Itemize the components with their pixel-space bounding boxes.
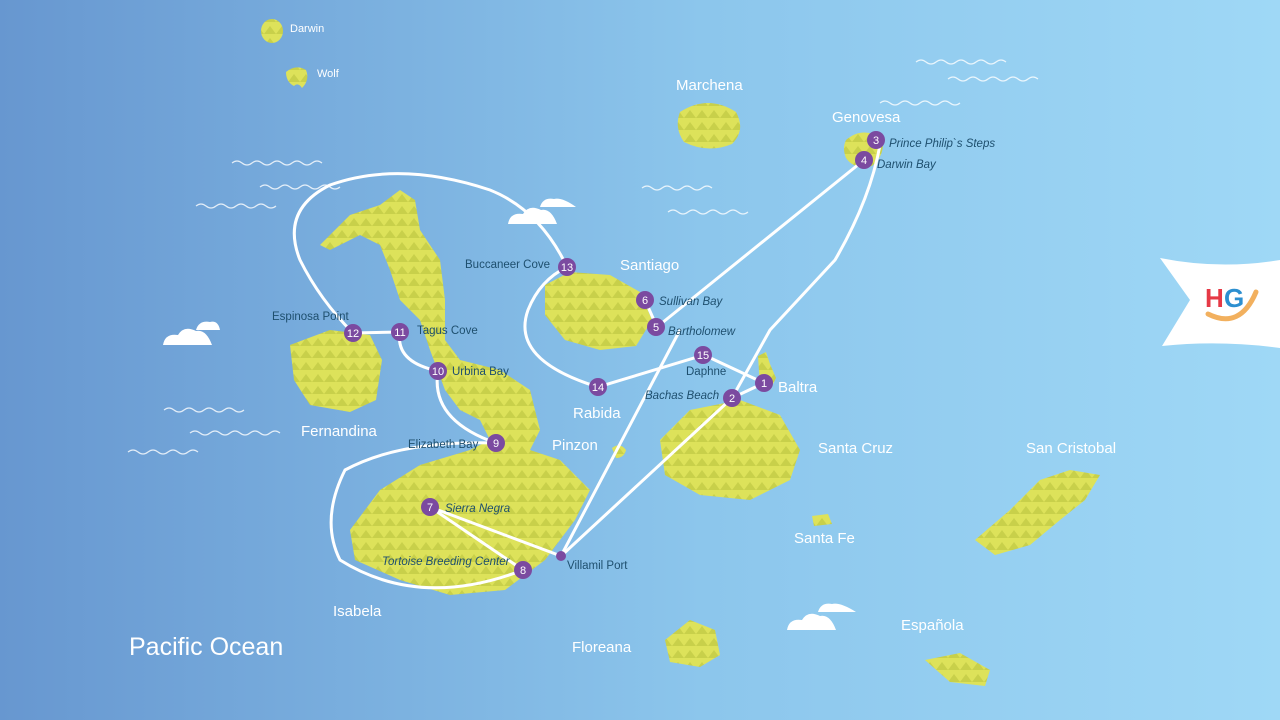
label-darwin: Darwin: [290, 23, 324, 35]
island-marchena: [677, 103, 741, 149]
svg-text:Prince Philip`s Steps: Prince Philip`s Steps: [889, 138, 995, 150]
label-isabela: Isabela: [333, 603, 382, 620]
svg-text:Elizabeth Bay: Elizabeth Bay: [408, 439, 479, 451]
label-rabida: Rabida: [573, 405, 621, 422]
label-espanola: Española: [901, 617, 964, 634]
svg-text:7: 7: [427, 502, 433, 514]
island-floreana: [665, 620, 720, 667]
island-wolf: [286, 67, 308, 88]
svg-text:Daphne: Daphne: [686, 366, 726, 378]
clouds: [163, 198, 856, 630]
logo-g: G: [1224, 283, 1244, 313]
svg-text:4: 4: [861, 155, 867, 167]
svg-text:9: 9: [493, 438, 499, 450]
svg-text:15: 15: [697, 350, 709, 362]
stop-9[interactable]: 9 Elizabeth Bay: [408, 434, 505, 452]
label-santiago: Santiago: [620, 257, 679, 274]
islands: [261, 19, 1100, 686]
label-pacific-ocean: Pacific Ocean: [129, 633, 283, 661]
island-isabela: [320, 190, 590, 595]
stop-12[interactable]: 12 Espinosa Point: [272, 311, 362, 342]
svg-text:Villamil Port: Villamil Port: [567, 560, 628, 572]
svg-text:Sullivan Bay: Sullivan Bay: [659, 296, 724, 308]
svg-text:11: 11: [394, 327, 405, 339]
svg-text:Sierra Negra: Sierra Negra: [445, 503, 510, 515]
stop-5[interactable]: 5 Bartholomew: [647, 318, 736, 338]
label-santa-fe: Santa Fe: [794, 530, 855, 547]
stop-2[interactable]: 2 Bachas Beach: [645, 389, 741, 407]
stop-7[interactable]: 7 Sierra Negra: [421, 498, 510, 516]
svg-text:5: 5: [653, 322, 659, 334]
stop-14[interactable]: 14: [589, 378, 607, 396]
stop-8[interactable]: 8 Tortoise Breeding Center: [382, 556, 532, 579]
svg-text:Urbina Bay: Urbina Bay: [452, 366, 509, 378]
label-baltra: Baltra: [778, 379, 818, 396]
label-fernandina: Fernandina: [301, 423, 378, 440]
label-san-cristobal: San Cristobal: [1026, 440, 1116, 457]
svg-text:Bartholomew: Bartholomew: [668, 326, 736, 338]
stop-1[interactable]: 1: [755, 374, 773, 392]
logo-h: H: [1205, 283, 1224, 313]
svg-text:14: 14: [592, 382, 604, 394]
label-genovesa: Genovesa: [832, 109, 901, 126]
svg-text:2: 2: [729, 393, 735, 405]
hg-logo-flag: H G: [1160, 258, 1280, 348]
label-marchena: Marchena: [676, 77, 743, 94]
stop-13[interactable]: 13 Buccaneer Cove: [465, 258, 576, 276]
island-santiago: [545, 272, 652, 350]
svg-text:Espinosa Point: Espinosa Point: [272, 311, 350, 323]
label-floreana: Floreana: [572, 639, 632, 656]
stop-3[interactable]: 3 Prince Philip`s Steps: [867, 131, 995, 150]
svg-text:1: 1: [761, 378, 767, 390]
svg-text:Darwin Bay: Darwin Bay: [877, 159, 937, 171]
svg-text:10: 10: [432, 366, 444, 378]
label-santa-cruz: Santa Cruz: [818, 440, 893, 457]
stop-10[interactable]: 10 Urbina Bay: [429, 362, 509, 380]
svg-text:Buccaneer Cove: Buccaneer Cove: [465, 259, 550, 271]
svg-text:Tortoise Breeding Center: Tortoise Breeding Center: [382, 556, 511, 568]
stops: 1 2 Bachas Beach 3 Prince Philip`s Steps 4…: [272, 131, 995, 579]
island-labels: Darwin Wolf Marchena Genovesa Santiago F…: [129, 23, 1116, 661]
svg-text:Tagus Cove: Tagus Cove: [417, 325, 478, 337]
villamil-port[interactable]: Villamil Port: [556, 551, 628, 572]
waves: [127, 59, 1039, 455]
stop-11[interactable]: 11 Tagus Cove: [391, 323, 478, 341]
svg-text:12: 12: [347, 328, 359, 340]
label-pinzon: Pinzon: [552, 437, 598, 454]
island-darwin: [261, 19, 283, 43]
svg-text:6: 6: [642, 295, 648, 307]
island-espanola: [925, 653, 990, 686]
svg-text:Bachas Beach: Bachas Beach: [645, 390, 719, 402]
svg-text:8: 8: [520, 565, 526, 577]
label-wolf: Wolf: [317, 68, 340, 80]
island-santa-cruz: [660, 400, 800, 500]
stop-6[interactable]: 6 Sullivan Bay: [636, 291, 724, 309]
island-fernandina: [290, 330, 382, 412]
stop-4[interactable]: 4 Darwin Bay: [855, 151, 937, 171]
svg-text:13: 13: [561, 262, 573, 274]
svg-text:3: 3: [873, 135, 879, 147]
island-santa-fe: [812, 514, 832, 526]
island-san-cristobal: [975, 470, 1100, 555]
